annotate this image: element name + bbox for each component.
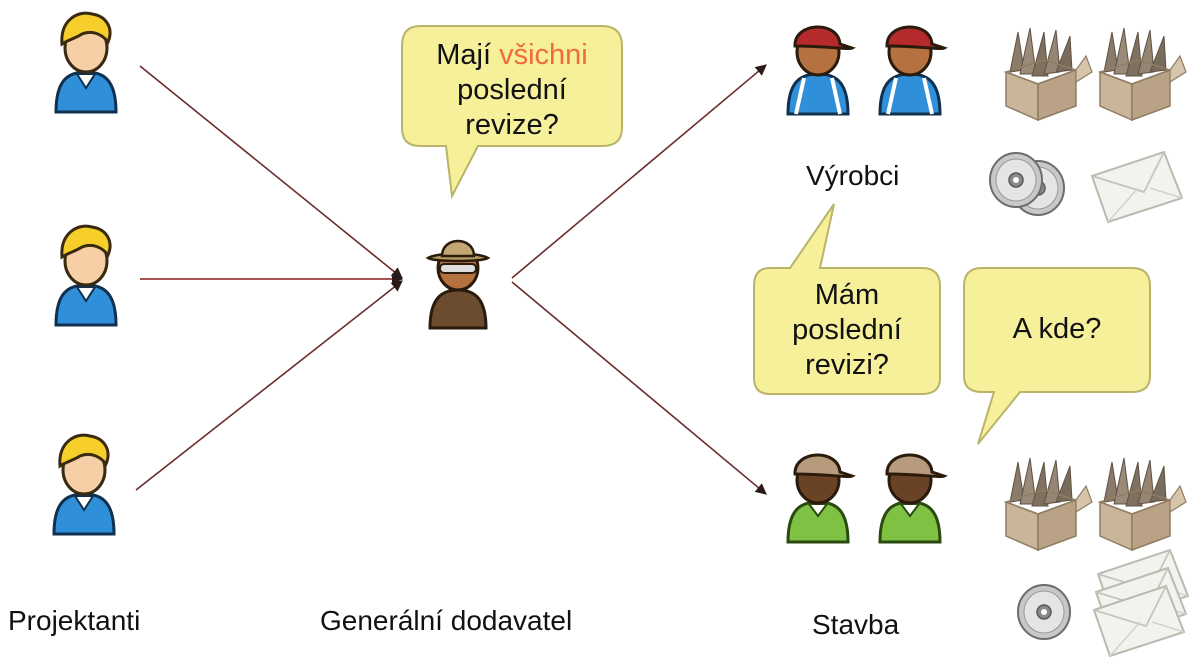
designer-2-blonde-person-icon [54,224,118,327]
site-where-speech-bubble [963,267,1151,445]
contractor-question-line1: Mají všichni [402,38,622,73]
site-question-line2: poslední [792,314,902,346]
contractor-question-line2: poslední [457,74,567,106]
arrow-contractor-to-manufacturers [511,64,767,279]
site-cd-disc-icon [1017,584,1071,640]
site-question-text: Mám poslední revizi? [754,278,940,383]
arrow-designer3-to-contractor [135,280,403,491]
manufacturer-document-box-1-icon [1005,27,1093,121]
manufacturer-2-red-cap-worker-icon [878,24,946,116]
contractor-question-text: Mají všichni poslední revize? [402,38,622,143]
contractor-question-line1-text: Mají [436,39,500,71]
builder-2-cap-builder-icon [878,453,946,544]
designer-1-blonde-person-icon [54,11,118,114]
contractor-hat-sunglasses-person-icon [426,239,490,330]
site-question-line1: Mám [814,279,880,311]
arrow-contractor-to-site [511,281,767,495]
manufacturer-1-red-cap-worker-icon [786,24,854,116]
contractor-label: Generální dodavatel [320,605,573,636]
site-document-box-2-icon [1099,457,1187,551]
site-question-line3: revizi? [805,349,889,381]
arrow-designer1-to-contractor [139,65,403,279]
site-where-text: A kde? [964,312,1150,347]
contractor-speech-bubble [401,25,623,200]
manufacturer-envelope-icon [1091,151,1183,223]
contractor-question-line3: revize? [465,109,559,141]
site-document-box-1-icon [1005,457,1093,551]
contractor-question-highlight: všichni [499,39,588,71]
designer-3-blonde-person-icon [52,433,116,536]
site-label: Stavba [812,609,900,640]
site-question-speech-bubble [753,203,941,395]
builder-1-cap-builder-icon [786,453,854,544]
manufacturer-document-box-2-icon [1099,27,1187,121]
manufacturer-cd-disc-1-icon [989,152,1043,208]
site-where-line1: A kde? [1012,313,1102,345]
designers-label: Projektanti [8,605,141,636]
manufacturers-label: Výrobci [806,160,900,191]
